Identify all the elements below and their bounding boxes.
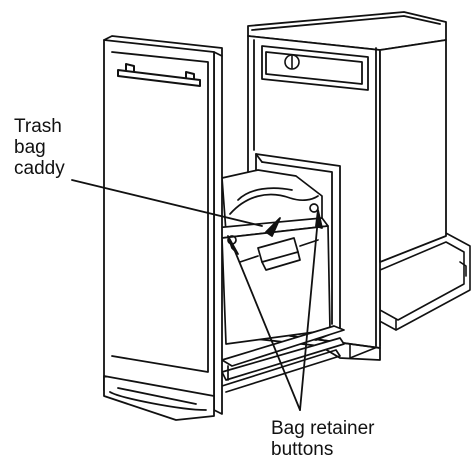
door-panel bbox=[104, 36, 222, 420]
trash-bag-caddy-line-3: caddy bbox=[14, 158, 65, 179]
trash-bag-caddy-label: Trash bag caddy bbox=[14, 116, 65, 179]
trash-bag-caddy-line-1: Trash bbox=[14, 116, 65, 137]
bag-retainer-buttons-label: Bag retainer buttons bbox=[271, 418, 375, 460]
bag-retainer-buttons-line-2: buttons bbox=[271, 439, 375, 460]
bag-retainer-buttons-line-1: Bag retainer bbox=[271, 418, 375, 439]
trash-bag-caddy-line-2: bag bbox=[14, 137, 65, 158]
knob-icon bbox=[285, 55, 299, 69]
